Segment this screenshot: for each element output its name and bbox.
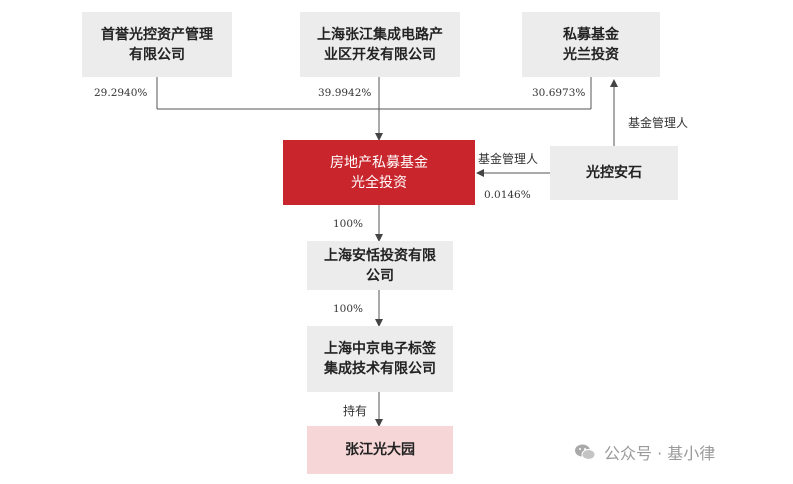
node-antian: 上海安恬投资有限公司 bbox=[307, 241, 453, 290]
node-zhongjing: 上海中京电子标签集成技术有限公司 bbox=[307, 326, 453, 392]
label-hold: 持有 bbox=[343, 404, 368, 418]
label-anshi-role-fund: 基金管理人 bbox=[478, 152, 539, 166]
label-anshi-pct: 0.0146% bbox=[484, 189, 531, 201]
watermark: 公众号 · 基小律 bbox=[574, 440, 715, 464]
label-anshi-role-guanglan: 基金管理人 bbox=[628, 116, 689, 130]
label-fund-antian-pct: 100% bbox=[333, 218, 364, 230]
watermark-text: 公众号 · 基小律 bbox=[604, 444, 716, 463]
node-guangkong-anshi: 光控安石 bbox=[550, 146, 678, 200]
node-zhangjiang-ic: 上海张江集成电路产业区开发有限公司 bbox=[300, 12, 460, 77]
label-zhangjiang-pct: 39.9942% bbox=[318, 87, 372, 99]
label-shouyu-pct: 29.2940% bbox=[94, 87, 148, 99]
label-antian-zhongjing-pct: 100% bbox=[333, 303, 364, 315]
node-park: 张江光大园 bbox=[307, 426, 453, 474]
label-guanglan-pct: 30.6973% bbox=[532, 87, 586, 99]
node-shouyu: 首誉光控资产管理有限公司 bbox=[82, 12, 232, 77]
wechat-icon bbox=[575, 444, 596, 460]
node-guanglan: 私募基金光兰投资 bbox=[522, 12, 660, 77]
node-fund: 房地产私募基金光全投资 bbox=[283, 140, 475, 205]
